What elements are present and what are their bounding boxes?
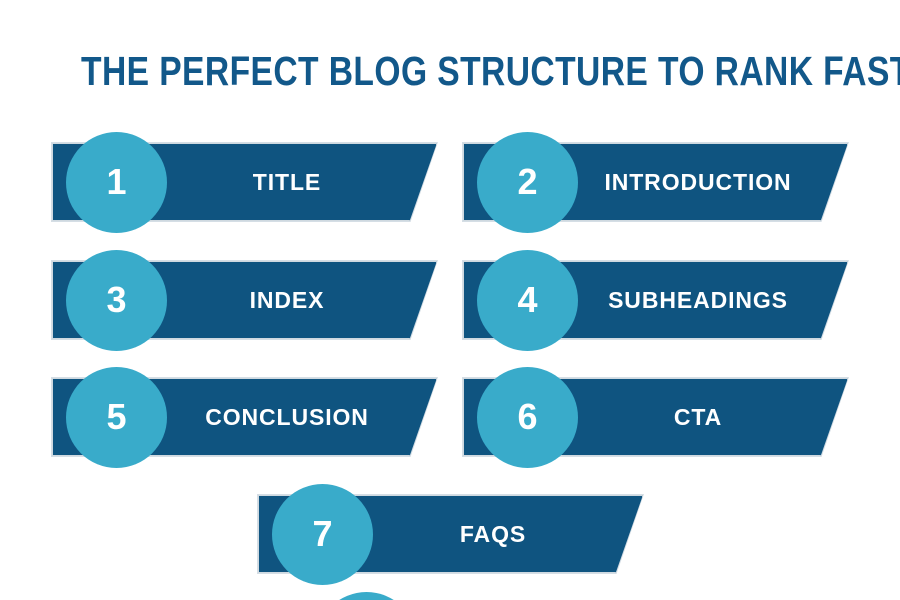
step-item-3[interactable]: 3 INDEX [51,250,438,351]
step-number: 3 [106,278,127,320]
step-number: 5 [106,395,127,437]
step-number-badge: 2 [477,132,578,233]
step-item-5[interactable]: 5 CONCLUSION [51,367,438,468]
step-number-badge: 4 [477,250,578,351]
step-label: TITLE [252,168,322,195]
step-label: INDEX [249,286,325,313]
step-item-2[interactable]: 2 INTRODUCTION [462,132,849,233]
step-label: FAQS [459,520,527,547]
step-item-1[interactable]: 1 TITLE [51,132,438,233]
step-label: SUBHEADINGS [608,286,788,313]
step-number: 6 [517,395,538,437]
step-number: 4 [517,278,538,320]
step-number: 1 [106,160,127,202]
step-number-badge: 5 [66,367,167,468]
step-number: 7 [312,512,333,554]
step-label: CTA [673,403,723,430]
next-step-circle-partial [316,592,417,600]
step-number-badge: 1 [66,132,167,233]
step-label: INTRODUCTION [604,168,792,195]
step-number-badge: 6 [477,367,578,468]
step-number-badge: 3 [66,250,167,351]
step-item-7[interactable]: 7 FAQS [257,484,644,585]
step-item-4[interactable]: 4 SUBHEADINGS [462,250,849,351]
step-item-6[interactable]: 6 CTA [462,367,849,468]
step-number: 2 [517,160,538,202]
page-title: THE PERFECT BLOG STRUCTURE TO RANK FASTE… [81,48,900,94]
step-number-badge: 7 [272,484,373,585]
step-label: CONCLUSION [205,403,369,430]
